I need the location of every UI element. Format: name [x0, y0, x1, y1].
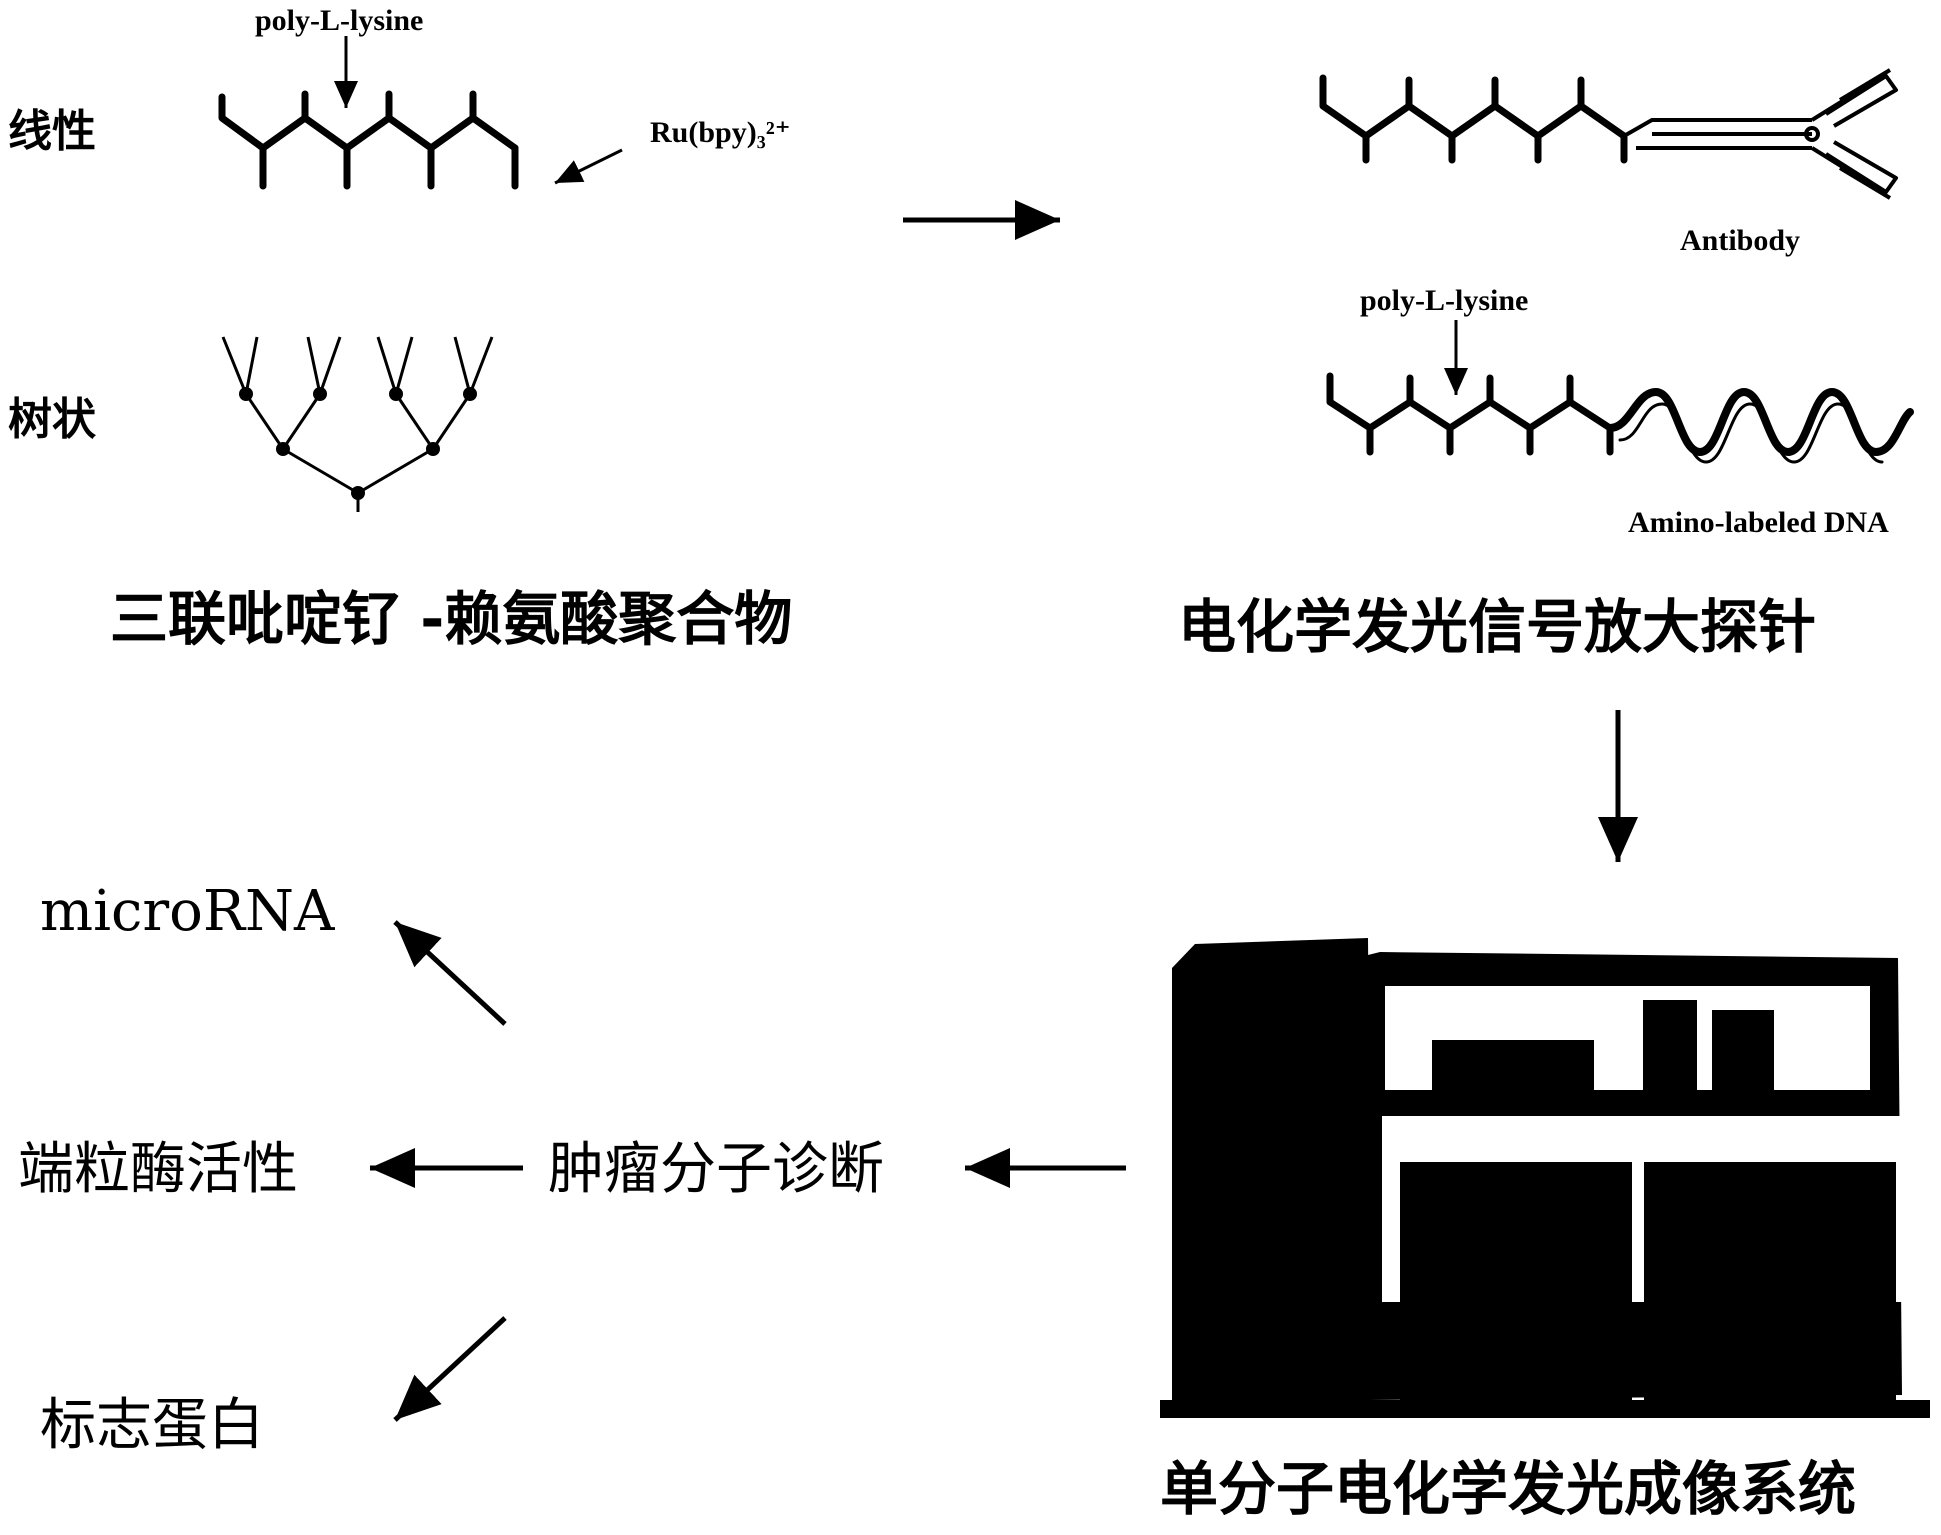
- ru-bpy-label: Ru(bpy)₃²⁺: [650, 116, 791, 149]
- ru-bpy-arrow: [554, 148, 623, 185]
- dendritic-nodes: [239, 387, 477, 500]
- poly-l-lysine-label-1: poly-L-lysine: [255, 4, 424, 37]
- arrow-to-marker: [393, 1316, 507, 1422]
- ru-lysine-polymer-caption: 三联吡啶钌 -赖氨酸聚合物: [110, 585, 793, 653]
- antibody-polymer: [1319, 74, 1628, 164]
- dendritic-label: 树状: [8, 394, 96, 445]
- telomerase-activity-label: 端粒酶活性: [18, 1137, 298, 1202]
- dna-polymer: [1326, 372, 1614, 456]
- microrna-label: microRNA: [40, 879, 335, 944]
- imaging-instrument-icon: [1160, 938, 1930, 1418]
- tumor-diagnosis-label: 肿瘤分子诊断: [548, 1137, 884, 1202]
- antibody-label: Antibody: [1680, 224, 1801, 257]
- ecl-probe-caption: 电化学发光信号放大探针: [1178, 593, 1817, 661]
- linear-label: 线性: [8, 106, 96, 157]
- amino-dna-label: Amino-labeled DNA: [1628, 506, 1889, 539]
- marker-protein-label: 标志蛋白: [40, 1393, 264, 1458]
- linear-polymer: [218, 90, 519, 190]
- dna-strand-icon: [1606, 387, 1914, 464]
- dendritic-polymer: [221, 336, 494, 512]
- arrow-to-microrna: [393, 920, 507, 1026]
- antibody-icon: [1623, 68, 1898, 200]
- imaging-system-caption: 单分子电化学发光成像系统: [1160, 1455, 1857, 1523]
- poly-l-lysine-label-2: poly-L-lysine: [1360, 284, 1529, 317]
